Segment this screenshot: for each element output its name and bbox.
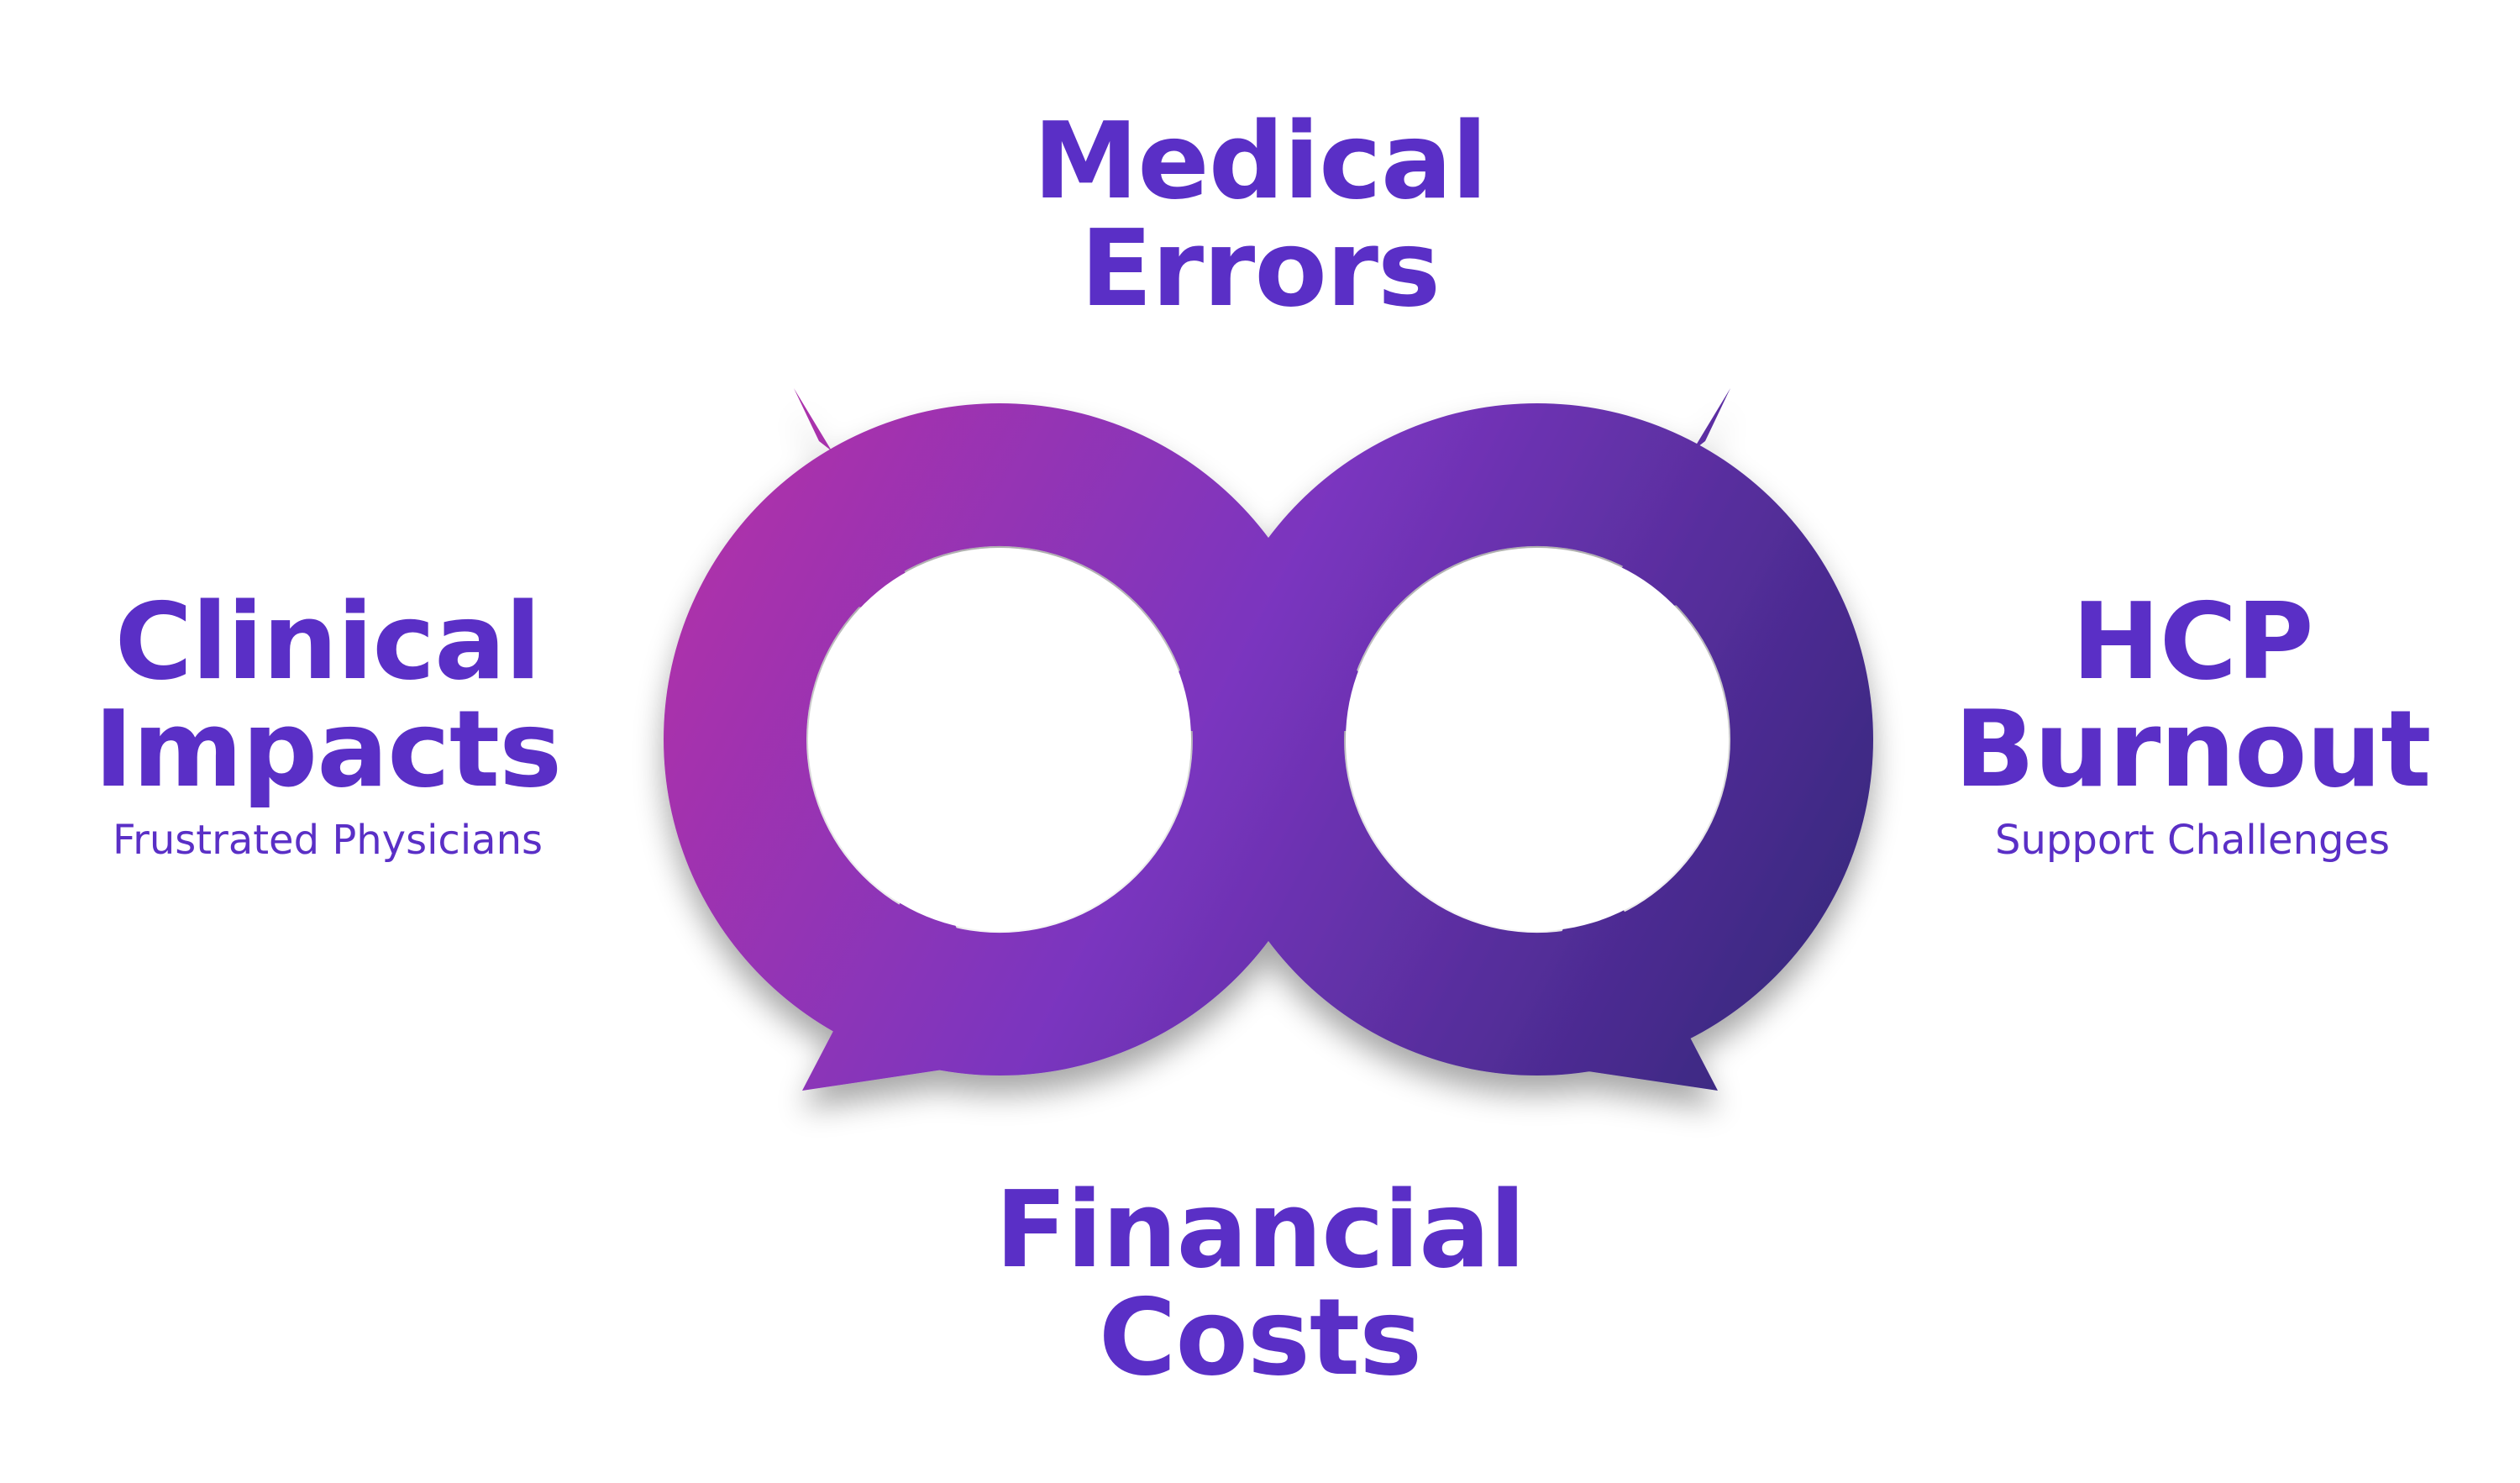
node-title-line1: Clinical bbox=[114, 580, 542, 703]
arrowhead-top-left-icon bbox=[731, 388, 932, 618]
node-title-line1: Financial bbox=[995, 1168, 1526, 1291]
node-title-line1: HCP bbox=[2071, 580, 2313, 703]
arrowhead-top-right-icon bbox=[1592, 388, 1793, 618]
node-subtitle: Support Challenges bbox=[1995, 817, 2390, 864]
node-title-line2: Costs bbox=[1098, 1275, 1422, 1399]
node-medical-errors: Medical Errors bbox=[924, 108, 1596, 323]
center-arrow-shaft bbox=[1210, 723, 1327, 891]
node-title-line2: Impacts bbox=[93, 687, 562, 811]
node-title-line2: Errors bbox=[1079, 207, 1441, 330]
arrowhead-bottom-left-icon bbox=[802, 857, 1016, 1091]
node-clinical-impacts: Clinical Impacts Frustrated Physicians bbox=[50, 588, 605, 865]
node-financial-costs: Financial Costs bbox=[924, 1176, 1596, 1391]
arrowhead-center-up-icon bbox=[1130, 563, 1407, 731]
node-subtitle: Frustrated Physicians bbox=[112, 817, 543, 864]
node-hcp-burnout: HCP Burnout Support Challenges bbox=[1915, 588, 2470, 865]
node-title-line1: Medical bbox=[1032, 99, 1488, 223]
arrowhead-bottom-right-icon bbox=[1504, 857, 1718, 1091]
node-title-line2: Burnout bbox=[1954, 687, 2431, 811]
